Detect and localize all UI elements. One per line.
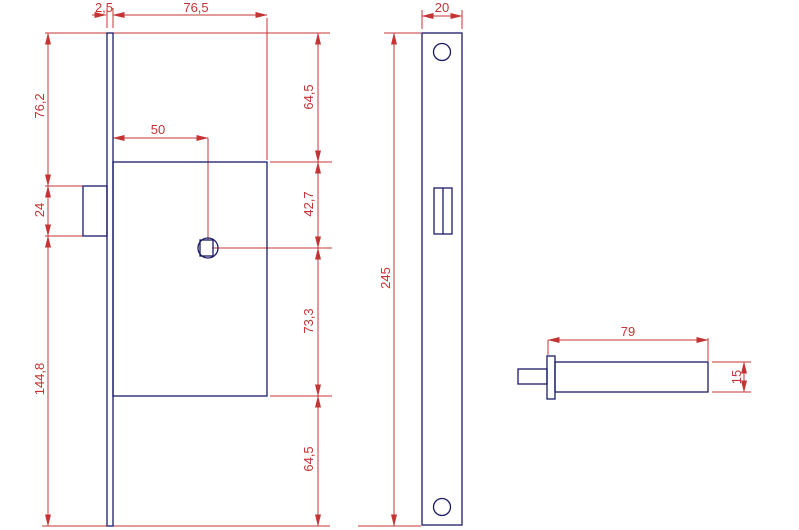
spindle-hole-circle bbox=[197, 237, 219, 259]
dim-top-to-bolt-label: 76,2 bbox=[32, 93, 47, 118]
faceplate-plate bbox=[421, 32, 463, 526]
bolt-view bbox=[517, 355, 709, 400]
dimension-lines bbox=[45, 12, 747, 527]
dim-chain-below-spindle-label: 73,3 bbox=[301, 308, 316, 333]
extension-lines bbox=[42, 8, 751, 527]
bolt-body bbox=[554, 361, 709, 393]
dimension-labels: 2,5 76,5 20 50 79 76,2 24 144,8 64,5 42,… bbox=[32, 0, 744, 472]
spindle-hole-square bbox=[199, 239, 214, 257]
dim-bolt-length-label: 79 bbox=[621, 324, 635, 339]
dim-bolt-height-front-label: 24 bbox=[32, 203, 47, 217]
dim-chain-spindle-label: 42,7 bbox=[301, 191, 316, 216]
faceplate-view bbox=[421, 32, 463, 526]
dim-faceplate-height-label: 245 bbox=[378, 267, 393, 289]
bolt-stem bbox=[517, 368, 548, 385]
dim-chain-top-label: 64,5 bbox=[301, 84, 316, 109]
faceplate-edge bbox=[106, 32, 114, 527]
dim-chain-bottom-label: 64,5 bbox=[301, 446, 316, 471]
dim-faceplate-width-label: 20 bbox=[435, 0, 449, 15]
screw-hole-top bbox=[432, 42, 452, 62]
dim-case-width-label: 76,5 bbox=[183, 0, 208, 15]
dim-plate-thickness-label: 2,5 bbox=[95, 0, 113, 15]
deadbolt-front bbox=[82, 185, 108, 237]
lock-case bbox=[112, 161, 268, 397]
front-view bbox=[82, 32, 268, 527]
dim-backset-label: 50 bbox=[151, 122, 165, 137]
dim-bolt-height-label: 15 bbox=[729, 370, 744, 384]
dim-bolt-to-bottom-label: 144,8 bbox=[32, 363, 47, 396]
screw-hole-bottom bbox=[432, 497, 452, 517]
bolt-flange bbox=[546, 355, 556, 400]
